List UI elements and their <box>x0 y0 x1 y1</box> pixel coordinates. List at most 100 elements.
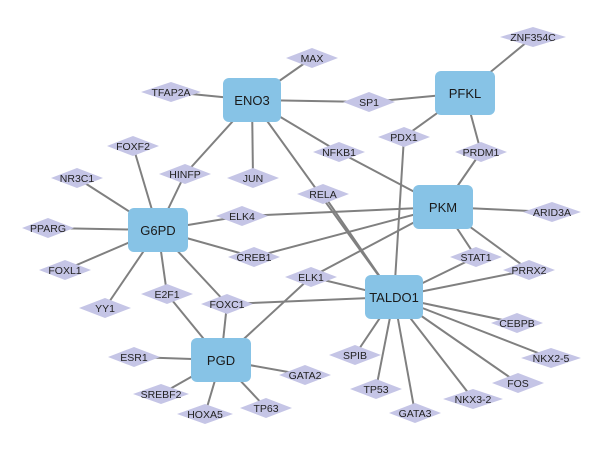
tf-node-elk1[interactable]: ELK1 <box>285 267 337 287</box>
tf-node-nkx2-5[interactable]: NKX2-5 <box>521 348 581 368</box>
tf-diamond <box>228 247 280 267</box>
tf-diamond <box>216 206 268 226</box>
tf-label: JUN <box>243 173 263 185</box>
gene-label: PFKL <box>449 86 482 101</box>
gene-node-pkm[interactable]: PKM <box>413 185 473 229</box>
tf-node-nkx3-2[interactable]: NKX3-2 <box>443 389 503 409</box>
tf-diamond <box>39 260 91 280</box>
tf-diamond <box>286 48 338 68</box>
tf-diamond <box>141 82 201 102</box>
tf-diamond <box>313 142 365 162</box>
tf-diamond <box>279 365 331 385</box>
tf-label: TP53 <box>363 384 388 396</box>
tf-node-gata3[interactable]: GATA3 <box>389 403 441 423</box>
tf-node-pdx1[interactable]: PDX1 <box>378 127 430 147</box>
tf-node-creb1[interactable]: CREB1 <box>228 247 280 267</box>
tf-node-arid3a[interactable]: ARID3A <box>523 202 581 222</box>
tf-diamond <box>297 184 349 204</box>
tf-diamond <box>240 398 292 418</box>
tf-node-fos[interactable]: FOS <box>492 373 544 393</box>
tf-label: GATA2 <box>289 370 322 382</box>
tf-diamond <box>133 384 189 404</box>
tf-label: TP63 <box>253 403 278 415</box>
tf-diamond <box>343 92 395 112</box>
tf-node-hoxa5[interactable]: HOXA5 <box>177 404 233 424</box>
tf-diamond <box>329 345 381 365</box>
tf-node-esr1[interactable]: ESR1 <box>108 347 160 367</box>
tf-diamond <box>22 218 74 238</box>
tf-diamond <box>201 294 253 314</box>
tf-label: HINFP <box>169 169 201 181</box>
tf-label: ZNF354C <box>510 32 556 44</box>
gene-box <box>413 185 473 229</box>
tf-label: NKX2-5 <box>533 353 570 365</box>
tf-label: FOXL1 <box>48 265 81 277</box>
tf-label: SP1 <box>359 97 379 109</box>
tf-label: ARID3A <box>533 207 571 219</box>
tf-label: ELK4 <box>229 211 255 223</box>
tf-node-hinfp[interactable]: HINFP <box>159 164 211 184</box>
tf-node-prdm1[interactable]: PRDM1 <box>455 142 507 162</box>
tf-node-e2f1[interactable]: E2F1 <box>141 284 193 304</box>
edge-pkm-elk4 <box>241 206 444 217</box>
tf-node-srebf2[interactable]: SREBF2 <box>133 384 189 404</box>
tf-node-znf354c[interactable]: ZNF354C <box>500 27 566 47</box>
tf-node-foxc1[interactable]: FOXC1 <box>201 294 253 314</box>
tf-node-pparg[interactable]: PPARG <box>22 218 74 238</box>
tf-label: CREB1 <box>236 252 271 264</box>
tf-diamond <box>389 403 441 423</box>
tf-node-jun[interactable]: JUN <box>227 168 279 188</box>
tf-label: ELK1 <box>298 272 324 284</box>
tf-label: NR3C1 <box>60 173 95 185</box>
tf-label: FOS <box>507 378 529 390</box>
tf-label: YY1 <box>95 303 115 315</box>
tf-label: E2F1 <box>154 289 179 301</box>
tf-node-nfkb1[interactable]: NFKB1 <box>313 142 365 162</box>
tf-diamond <box>443 389 503 409</box>
gene-box <box>223 78 281 122</box>
tf-diamond <box>491 313 543 333</box>
tf-node-cebpb[interactable]: CEBPB <box>491 313 543 333</box>
tf-diamond <box>503 260 555 280</box>
tf-node-elk4[interactable]: ELK4 <box>216 206 268 226</box>
tf-node-stat1[interactable]: STAT1 <box>450 247 502 267</box>
gene-box <box>191 338 251 382</box>
tf-node-yy1[interactable]: YY1 <box>79 298 131 318</box>
tf-diamond <box>378 127 430 147</box>
tf-node-tp63[interactable]: TP63 <box>240 398 292 418</box>
tf-diamond <box>450 247 502 267</box>
tf-node-max[interactable]: MAX <box>286 48 338 68</box>
tf-node-rela[interactable]: RELA <box>297 184 349 204</box>
tf-node-sp1[interactable]: SP1 <box>343 92 395 112</box>
gene-node-pfkl[interactable]: PFKL <box>435 71 495 115</box>
tf-node-gata2[interactable]: GATA2 <box>279 365 331 385</box>
tf-diamond <box>51 168 103 188</box>
tf-node-spib[interactable]: SPIB <box>329 345 381 365</box>
tf-node-tp53[interactable]: TP53 <box>350 379 402 399</box>
tf-diamond <box>141 284 193 304</box>
tf-label: HOXA5 <box>187 409 223 421</box>
gene-node-taldo1[interactable]: TALDO1 <box>365 275 423 319</box>
gene-node-g6pd[interactable]: G6PD <box>128 208 188 252</box>
gene-box <box>128 208 188 252</box>
gene-node-eno3[interactable]: ENO3 <box>223 78 281 122</box>
tf-node-prrx2[interactable]: PRRX2 <box>503 260 555 280</box>
tf-diamond <box>159 164 211 184</box>
tf-label: PRRX2 <box>511 265 546 277</box>
gene-label: TALDO1 <box>369 290 419 305</box>
tf-node-nr3c1[interactable]: NR3C1 <box>51 168 103 188</box>
tf-node-tfap2a[interactable]: TFAP2A <box>141 82 201 102</box>
tf-node-foxf2[interactable]: FOXF2 <box>107 136 159 156</box>
gene-label: ENO3 <box>234 93 269 108</box>
tf-label: PDX1 <box>390 132 418 144</box>
gene-label: PKM <box>429 200 457 215</box>
tf-label: SREBF2 <box>141 389 182 401</box>
tf-label: NFKB1 <box>322 147 356 159</box>
tf-node-foxl1[interactable]: FOXL1 <box>39 260 91 280</box>
tf-diamond <box>107 136 159 156</box>
gene-node-pgd[interactable]: PGD <box>191 338 251 382</box>
tf-diamond <box>455 142 507 162</box>
tf-diamond <box>521 348 581 368</box>
